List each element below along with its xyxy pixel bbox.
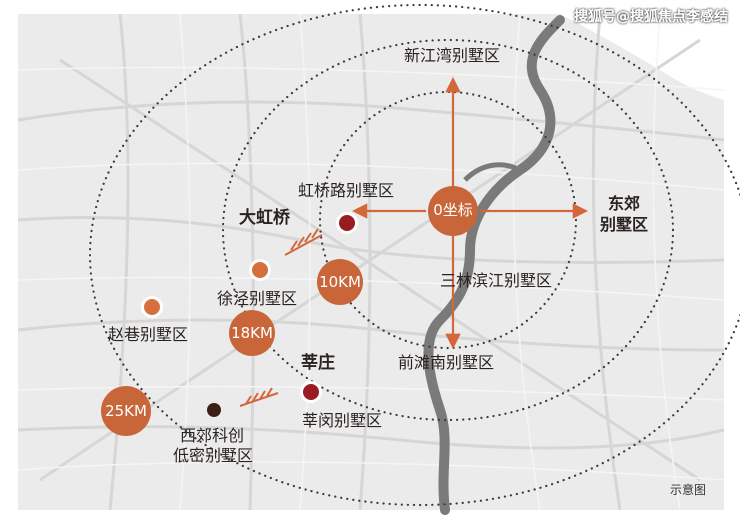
marker-18km <box>229 310 275 356</box>
center-marker <box>428 186 478 236</box>
label-xujing: 徐泾别墅区 <box>217 289 298 308</box>
label-xinjiangwan: 新江湾别墅区 <box>404 46 501 65</box>
label-zhaoxiang: 赵巷别墅区 <box>108 325 189 344</box>
label-qiantan: 前滩南别墅区 <box>398 353 495 372</box>
chevron-arrow <box>239 228 323 407</box>
center-label: 0坐标 <box>433 201 473 219</box>
label-xijiao-2: 低密别墅区 <box>173 446 254 465</box>
label-da-hongqiao: 大虹桥 <box>239 208 290 228</box>
ring-label-25km: 25KM <box>105 402 147 420</box>
point-markers <box>141 212 358 417</box>
label-dongjiao-1: 东郊 <box>608 194 641 213</box>
watermark: 搜狐号@搜狐焦点李感结 <box>574 9 728 25</box>
label-dongjiao-2: 别墅区 <box>600 215 649 234</box>
label-hongqiao-road: 虹桥路别墅区 <box>298 181 395 200</box>
label-sanlin: 三林滨江别墅区 <box>440 271 553 290</box>
ring-markers <box>101 186 478 436</box>
marker-25km <box>101 386 151 436</box>
dot-xijiao <box>207 403 221 417</box>
ring-label-18km: 18KM <box>231 324 273 342</box>
marker-10km <box>317 259 363 305</box>
ring-18km <box>221 38 675 422</box>
schematic-note: 示意图 <box>669 483 706 497</box>
label-xijiao-1: 西郊科创 <box>180 426 245 445</box>
ring-label-10km: 10KM <box>319 273 361 291</box>
ring-25km <box>88 3 740 507</box>
label-xinmin: 莘闵别墅区 <box>302 411 383 430</box>
axis-arrows <box>351 76 589 350</box>
label-xinzhuang: 莘庄 <box>301 353 335 373</box>
